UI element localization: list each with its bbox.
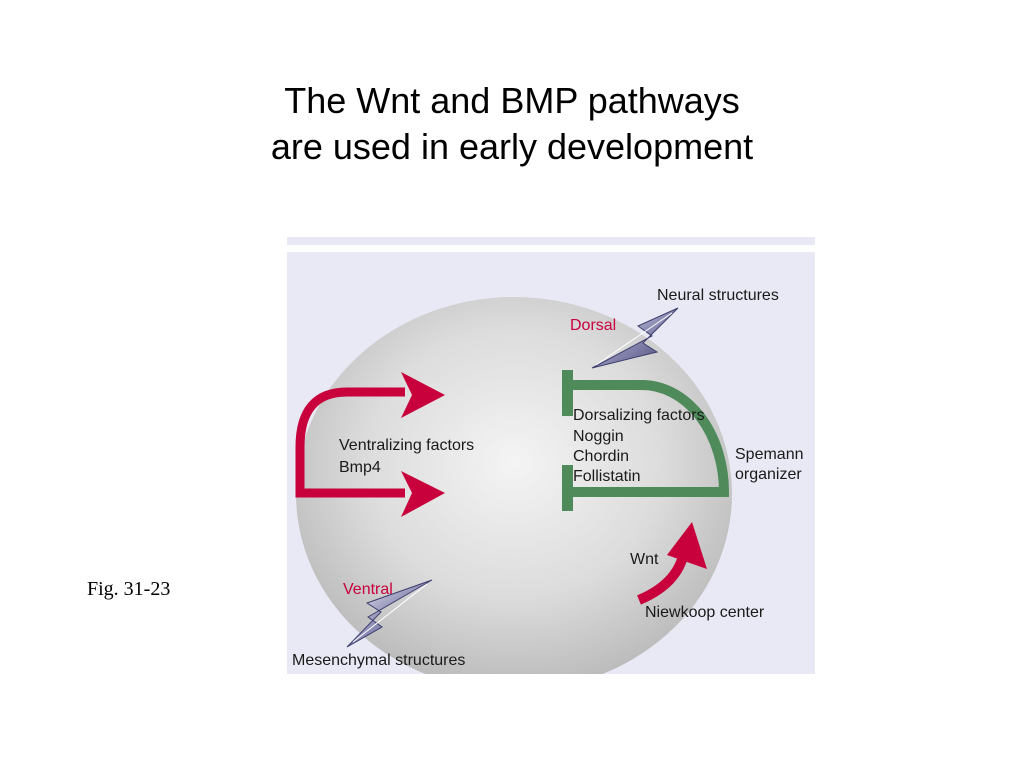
wnt-label: Wnt bbox=[630, 551, 659, 568]
neural-structures-label: Neural structures bbox=[657, 287, 779, 304]
noggin-label: Noggin bbox=[573, 428, 624, 445]
mesenchymal-structures-label: Mesenchymal structures bbox=[292, 652, 465, 669]
dorsal-arrow-highlight bbox=[595, 312, 673, 366]
ventral-arrow-highlight bbox=[352, 583, 428, 643]
ventralizing-arrows bbox=[295, 372, 445, 517]
dorsalizing-factors-label: Dorsalizing factors bbox=[573, 407, 705, 424]
dorsalizing-bar-top-cap bbox=[562, 370, 573, 416]
follistatin-label: Follistatin bbox=[573, 468, 641, 485]
dorsalizing-bar-arc bbox=[569, 380, 730, 497]
spemann-label-line-2: organizer bbox=[735, 466, 802, 483]
dorsalizing-bar-bottom-cap bbox=[562, 465, 573, 511]
figure-caption: Fig. 31-23 bbox=[87, 578, 171, 600]
ventralizing-arrow-upper-shaft bbox=[295, 387, 405, 487]
dorsalizing-inhibition-bar bbox=[562, 370, 730, 511]
ventral-label: Ventral bbox=[343, 581, 393, 598]
wnt-arrow bbox=[636, 522, 707, 605]
slide-title: The Wnt and BMP pathways are used in ear… bbox=[0, 78, 1024, 170]
ventralizing-arrow-upper-head bbox=[401, 372, 445, 418]
dorsal-direction-arrow bbox=[591, 307, 679, 369]
ventralizing-arrow-lower-head bbox=[401, 471, 445, 517]
embryo bbox=[296, 297, 732, 674]
bmp4-label: Bmp4 bbox=[339, 459, 381, 476]
niewkoop-center-label: Niewkoop center bbox=[645, 604, 765, 621]
spemann-label-line-1: Spemann bbox=[735, 446, 804, 463]
wnt-arrow-head bbox=[667, 522, 707, 569]
figure-panel: Neural structures Dorsal Ventralizing fa… bbox=[287, 237, 815, 674]
ventralizing-factors-label: Ventralizing factors bbox=[339, 437, 474, 454]
dorsal-label: Dorsal bbox=[570, 317, 616, 334]
panel-top-strip bbox=[287, 237, 815, 245]
chordin-label: Chordin bbox=[573, 448, 629, 465]
ventral-direction-arrow bbox=[346, 579, 433, 648]
title-line-1: The Wnt and BMP pathways bbox=[284, 80, 740, 121]
embryo-diagram: Neural structures Dorsal Ventralizing fa… bbox=[287, 237, 815, 674]
title-line-2: are used in early development bbox=[270, 126, 754, 167]
ventralizing-arrow-lower-shaft bbox=[295, 452, 405, 498]
